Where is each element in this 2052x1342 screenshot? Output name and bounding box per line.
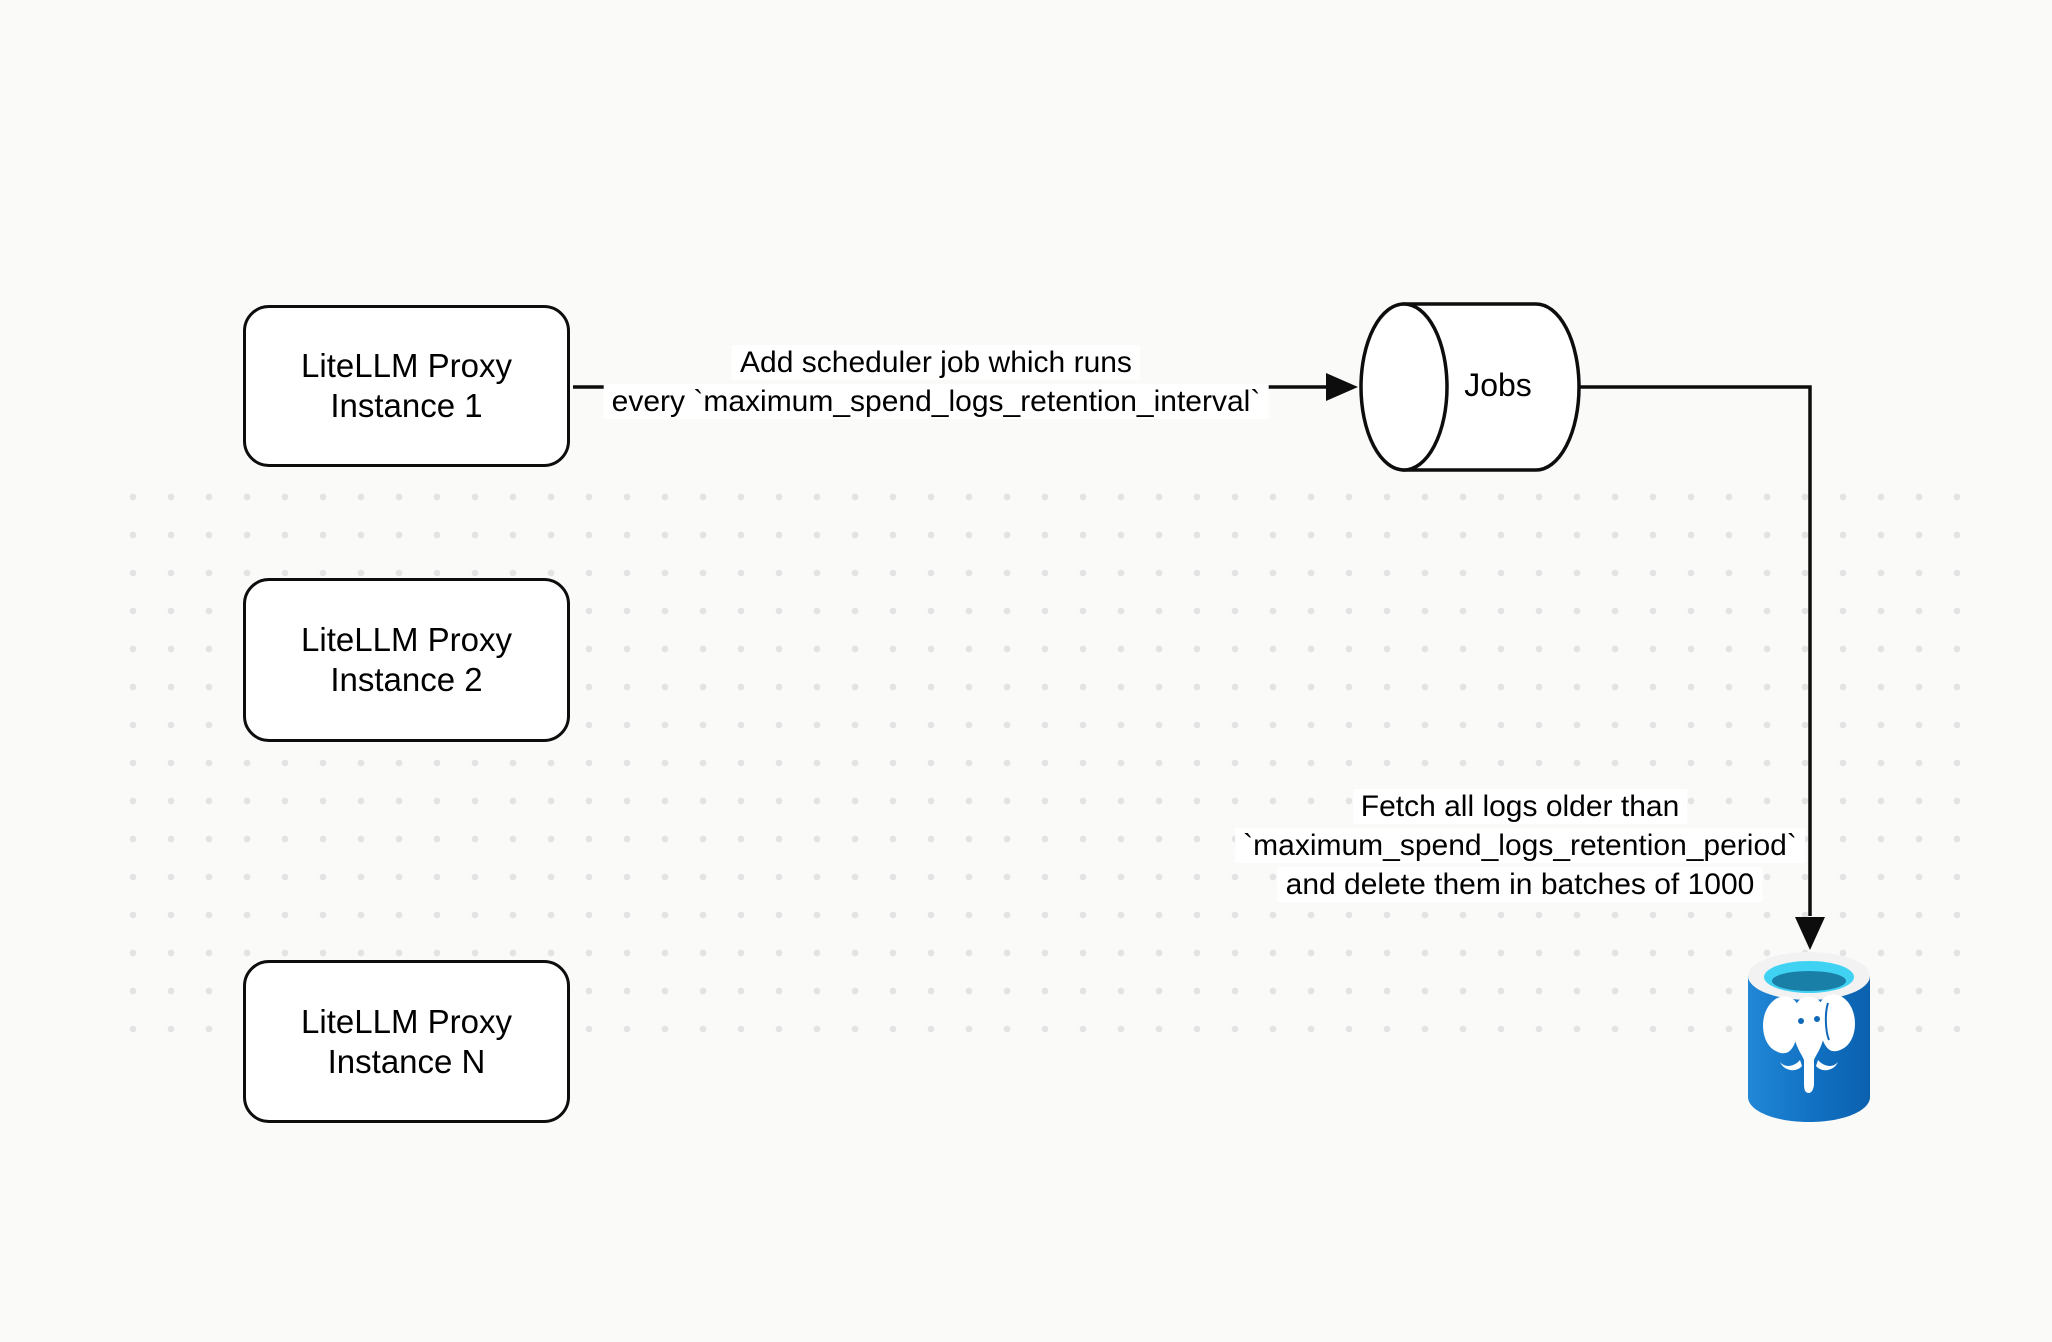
jobs-node-label: Jobs xyxy=(1464,367,1532,403)
cleanup-edge-label: Fetch all logs older than `maximum_spend… xyxy=(1235,748,1805,904)
scheduler-edge-label: Add scheduler job which runs every `maxi… xyxy=(603,304,1269,421)
node-litellm-proxy-instance-2: LiteLLM Proxy Instance 2 xyxy=(243,578,570,742)
node-litellm-proxy-instance-1: LiteLLM Proxy Instance 1 xyxy=(243,305,570,467)
node-label: LiteLLM Proxy Instance 1 xyxy=(301,347,512,424)
scheduler-arrowhead xyxy=(1326,373,1358,401)
node-label: LiteLLM Proxy Instance N xyxy=(301,1002,512,1080)
cleanup-edge-label-text: Fetch all logs older than `maximum_spend… xyxy=(1235,789,1805,902)
node-litellm-proxy-instance-n: LiteLLM Proxy Instance N xyxy=(243,960,570,1123)
node-label: LiteLLM Proxy Instance 2 xyxy=(301,621,512,698)
scheduler-edge-label-text: Add scheduler job which runs every `maxi… xyxy=(603,345,1269,419)
